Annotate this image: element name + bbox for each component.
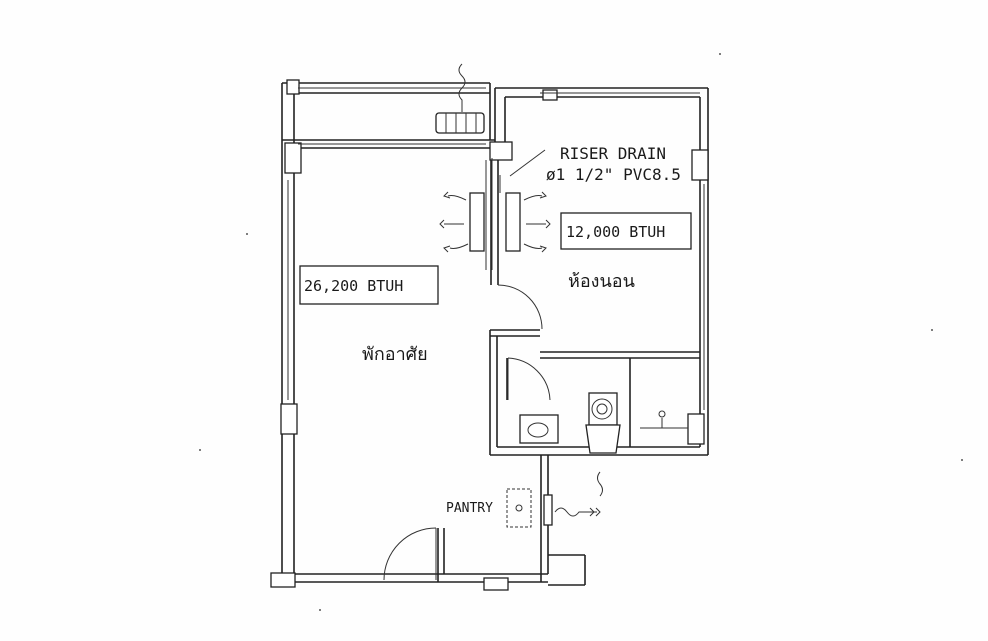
living-btu-box	[299, 265, 439, 305]
living-name-label: พักอาศัย	[362, 344, 428, 365]
scan-specks	[199, 53, 963, 611]
bathroom-fixtures	[519, 392, 688, 497]
condensing-unit	[435, 63, 485, 134]
windows	[287, 87, 705, 410]
doors	[383, 284, 551, 581]
bedroom-btu-label: 12,000 BTUH	[566, 223, 665, 241]
columns	[270, 79, 709, 591]
pantry-label: PANTRY	[446, 501, 493, 516]
living-btu-label: 26,200 BTUH	[304, 277, 403, 295]
bedroom-btu-box	[560, 212, 692, 250]
pantry-fixture	[506, 488, 601, 528]
riser-drain-spec: ø1 1/2" PVC8.5	[546, 165, 681, 184]
riser-drain-title: RISER DRAIN	[560, 144, 666, 163]
bedroom-name-label: ห้องนอน	[568, 271, 635, 292]
fan-coil-units	[439, 149, 551, 270]
